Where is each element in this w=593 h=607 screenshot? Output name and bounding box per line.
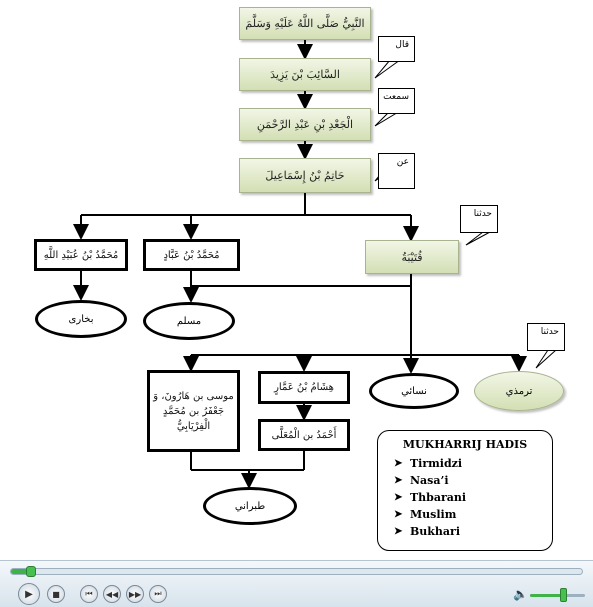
node-musa-jafar: موسى بن هَارُونَ، وَ جَعْفَرُ بن مُحَمَّ…	[147, 370, 240, 452]
legend-item-label: Tirmidzi	[410, 457, 463, 470]
arrow-bullet-icon: ➤	[394, 509, 403, 520]
mukharrij-thabrani-label: طبراني	[234, 500, 266, 512]
next-icon: ⏭	[154, 589, 162, 598]
play-icon: ▶	[25, 588, 33, 600]
legend-title: MUKHARRIJ HADIS	[402, 438, 528, 451]
callout-samitu-label: سمعت	[383, 92, 409, 102]
volume-icon[interactable]: 🔈	[513, 587, 528, 601]
node-muhammad-ibn-ubaidillah-label: مُحَمَّدُ بْنُ عُبَيْدِ اللَّهِ	[43, 249, 119, 261]
legend-item: ➤ Muslim	[388, 506, 542, 523]
node-hisyam-label: هِشَامُ بْنُ عَمَّارٍ	[274, 382, 334, 393]
volume-thumb[interactable]	[560, 588, 567, 602]
mukharrij-tirmidzi: ترمذي	[474, 371, 564, 411]
callout-qala: قال	[378, 36, 415, 62]
mukharrij-bukhari: بخارى	[35, 300, 127, 338]
legend-item-label: Thbarani	[410, 491, 467, 504]
node-qutaibah-label: قُتَيْبَةُ	[401, 250, 423, 264]
mukharrij-nasai-label: نسائي	[401, 385, 427, 397]
node-hatim-label: حَاتِمُ بْنُ إِسْمَاعِيلَ	[265, 169, 345, 182]
node-qutaibah: قُتَيْبَةُ	[365, 240, 459, 274]
rewind-button[interactable]: ◀◀	[103, 585, 121, 603]
arrow-bullet-icon: ➤	[394, 526, 403, 537]
connector-lines	[73, 40, 557, 489]
arrow-bullet-icon: ➤	[394, 475, 403, 486]
seek-bar-progress	[11, 569, 29, 574]
node-jaad: الْجَعْدِ بْنِ عَبْدِ الرَّحْمَنِ	[239, 108, 371, 141]
legend-item-label: Bukhari	[410, 525, 461, 538]
node-ahmad: أَحْمَدُ بن الْمُعَلَّى	[258, 419, 350, 451]
legend-item-label: Nasa’i	[410, 474, 449, 487]
volume-level	[530, 594, 563, 597]
legend-item: ➤ Bukhari	[388, 523, 542, 540]
node-nabi: النَّبِيُّ صَلَّى اللَّهُ عَلَيْهِ وَسَل…	[239, 7, 371, 40]
mukharrij-nasai: نسائي	[369, 373, 459, 409]
hadith-isnad-diagram: النَّبِيُّ صَلَّى اللَّهُ عَلَيْهِ وَسَل…	[34, 7, 565, 551]
mukharrij-thabrani: طبراني	[203, 487, 297, 525]
legend-item: ➤ Thbarani	[388, 489, 542, 506]
media-player-controls: ▶ ■ ⏮ ◀◀ ▶▶ ⏭ 🔈	[0, 560, 593, 607]
mukharrij-legend: MUKHARRIJ HADIS ➤ Tirmidzi ➤ Nasa’i ➤ Thbar…	[377, 430, 553, 551]
next-button[interactable]: ⏭	[149, 585, 167, 603]
legend-item: ➤ Tirmidzi	[388, 455, 542, 472]
node-nabi-label: النَّبِيُّ صَلَّى اللَّهُ عَلَيْهِ وَسَل…	[245, 17, 365, 30]
arrow-bullet-icon: ➤	[394, 492, 403, 503]
callout-haddatsana-2: حدثنا	[527, 323, 565, 351]
node-hatim: حَاتِمُ بْنُ إِسْمَاعِيلَ	[239, 158, 371, 193]
node-muhammad-ibn-ubaidillah: مُحَمَّدُ بْنُ عُبَيْدِ اللَّهِ	[34, 239, 128, 271]
mukharrij-muslim-label: مسلم	[176, 315, 202, 327]
legend-item-label: Muslim	[410, 508, 457, 521]
node-saib-label: السَّائِبَ بْنَ يَزِيدَ	[270, 68, 340, 81]
callout-haddatsana-1-label: حدثنا	[473, 209, 492, 219]
seek-thumb[interactable]	[26, 566, 37, 577]
node-muhammad-ibn-abbad: مُحَمَّدُ بْنُ عَبَّادٍ	[143, 239, 240, 271]
previous-icon: ⏮	[85, 589, 93, 598]
mukharrij-bukhari-label: بخارى	[68, 313, 94, 325]
node-jaad-label: الْجَعْدِ بْنِ عَبْدِ الرَّحْمَنِ	[256, 118, 354, 131]
callout-an: عن	[378, 153, 415, 189]
stop-button[interactable]: ■	[47, 585, 65, 603]
previous-button[interactable]: ⏮	[80, 585, 98, 603]
callout-an-label: عن	[396, 157, 409, 167]
fast-forward-icon: ▶▶	[128, 589, 142, 599]
mukharrij-muslim: مسلم	[143, 302, 235, 340]
node-hisyam: هِشَامُ بْنُ عَمَّارٍ	[258, 371, 350, 404]
callout-haddatsana-2-label: حدثنا	[540, 327, 559, 337]
rewind-icon: ◀◀	[105, 589, 119, 599]
callout-qala-label: قال	[395, 40, 409, 50]
stop-icon: ■	[52, 589, 60, 599]
play-button[interactable]: ▶	[18, 583, 40, 605]
node-ahmad-label: أَحْمَدُ بن الْمُعَلَّى	[271, 429, 337, 441]
node-muhammad-ibn-abbad-label: مُحَمَّدُ بْنُ عَبَّادٍ	[163, 249, 220, 261]
legend-item: ➤ Nasa’i	[388, 472, 542, 489]
volume-slider[interactable]	[530, 594, 585, 597]
node-saib: السَّائِبَ بْنَ يَزِيدَ	[239, 58, 371, 91]
callout-samitu: سمعت	[378, 88, 415, 114]
node-musa-jafar-label: موسى بن هَارُونَ، وَ جَعْفَرُ بن مُحَمَّ…	[153, 390, 234, 432]
callout-haddatsana-1: حدثنا	[460, 205, 498, 233]
mukharrij-tirmidzi-label: ترمذي	[505, 385, 533, 397]
arrow-bullet-icon: ➤	[394, 458, 403, 469]
fast-forward-button[interactable]: ▶▶	[126, 585, 144, 603]
seek-bar[interactable]	[10, 566, 583, 577]
